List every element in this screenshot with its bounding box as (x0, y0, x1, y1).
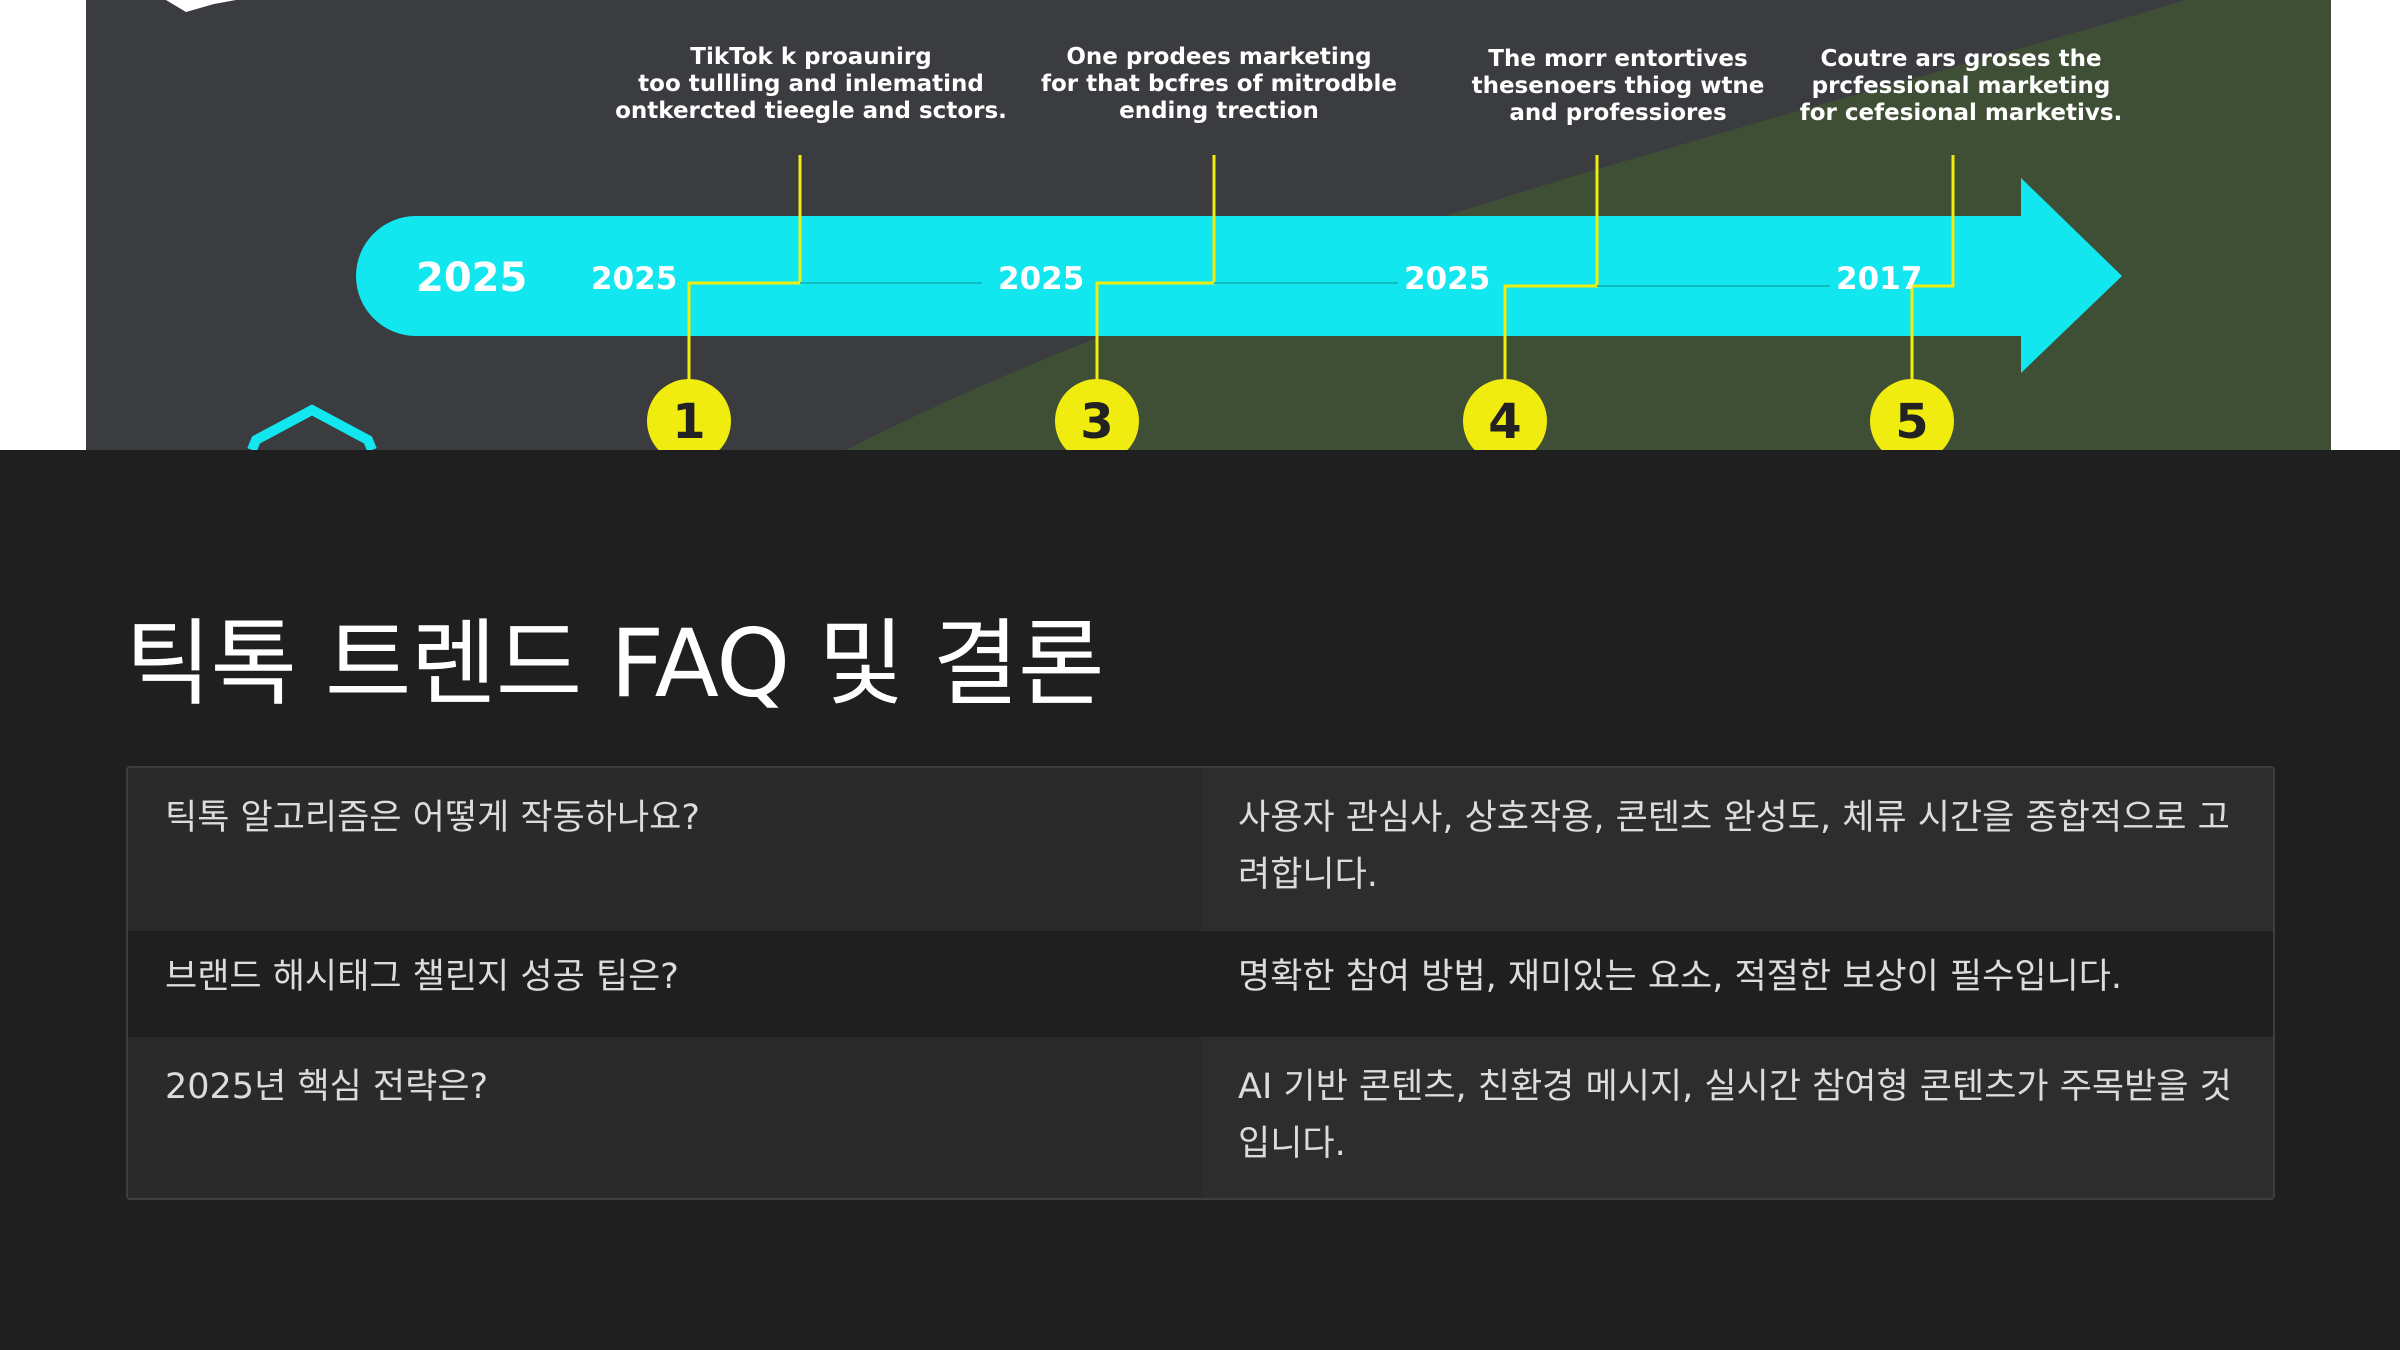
faq-table: 틱톡 알고리즘은 어떻게 작동하나요? 사용자 관심사, 상호작용, 콘텐츠 완… (126, 766, 2275, 1200)
tick-label-2: 2025 (998, 261, 1084, 297)
svg-text:4: 4 (1488, 394, 1521, 450)
hexagon-icon (247, 404, 377, 450)
step-marker-3: 3 (1055, 379, 1139, 450)
tick-label-4: 2017 (1836, 261, 1922, 297)
faq-question: 브랜드 해시태그 챌린지 성공 팁은? (165, 957, 679, 997)
arrow-start-label: 2025 (416, 255, 527, 301)
timeline-note-line: ontkercted tieegle and sctors. (615, 98, 1007, 124)
step-marker-5: 5 (1870, 379, 1954, 450)
svg-text:5: 5 (1895, 394, 1928, 450)
table-row: 틱톡 알고리즘은 어떻게 작동하나요? 사용자 관심사, 상호작용, 콘텐츠 완… (128, 768, 2273, 931)
timeline-note-line: TikTok k proaunirg (690, 44, 931, 70)
timeline-note-line: One prodees marketing (1066, 44, 1371, 70)
timeline-arrow (356, 178, 2122, 373)
faq-question: 2025년 핵심 전략은? (165, 1067, 489, 1107)
tick-label-3: 2025 (1404, 261, 1490, 297)
faq-answer: 사용자 관심사, 상호작용, 콘텐츠 완성도, 체류 시간을 종합적으로 고려합… (1202, 768, 2273, 931)
timeline-note-line: and professiores (1509, 100, 1726, 126)
table-row: 브랜드 해시태그 챌린지 성공 팁은? 명확한 참여 방법, 재미있는 요소, … (128, 931, 2273, 1037)
arrow-inner-lines (800, 282, 1830, 287)
timeline-infographic: 2025 2025 2025 2025 2017 1 3 4 5 (86, 0, 2331, 450)
faq-question: 틱톡 알고리즘은 어떻게 작동하나요? (165, 798, 700, 838)
timeline-svg: 2025 2025 2025 2025 2017 1 3 4 5 (86, 0, 2331, 450)
timeline-note-line: for that bcfres of mitrodble (1041, 71, 1397, 97)
hero-image-area: 2025 2025 2025 2025 2017 1 3 4 5 (0, 0, 2400, 450)
table-row: 2025년 핵심 전략은? AI 기반 콘텐츠, 친환경 메시지, 실시간 참여… (128, 1037, 2273, 1198)
step-marker-4: 4 (1463, 379, 1547, 450)
tick-label-1: 2025 (591, 261, 677, 297)
timeline-note-line: too tullling and inlematind (638, 71, 984, 97)
section-title: 틱톡 트렌드 FAQ 및 결론 (125, 610, 1104, 719)
timeline-note-line: for cefesional marketivs. (1800, 100, 2123, 126)
timeline-note-line: Coutre ars groses the (1820, 46, 2101, 72)
timeline-note-line: prcfessional marketing (1812, 73, 2111, 99)
svg-text:1: 1 (672, 394, 705, 450)
timeline-note-line: ending trection (1119, 98, 1319, 124)
svg-text:3: 3 (1080, 394, 1113, 450)
step-marker-1: 1 (647, 379, 731, 450)
logo-fragment-icon (166, 0, 236, 12)
connector-lines (687, 155, 1955, 420)
timeline-note-line: thesenoers thiog wtne (1472, 73, 1765, 99)
faq-answer: AI 기반 콘텐츠, 친환경 메시지, 실시간 참여형 콘텐츠가 주목받을 것입… (1202, 1037, 2273, 1198)
timeline-note-line: The morr entortives (1488, 46, 1747, 72)
faq-answer: 명확한 참여 방법, 재미있는 요소, 적절한 보상이 필수입니다. (1202, 931, 2273, 1037)
